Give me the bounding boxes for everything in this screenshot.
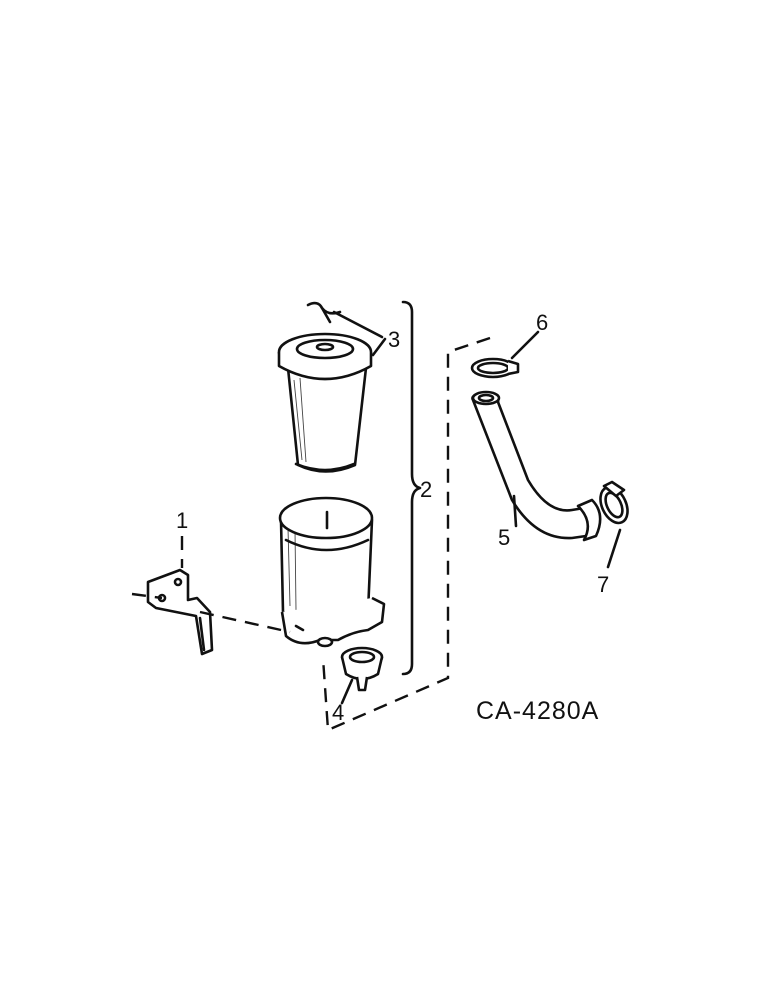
callout-3: 3 <box>388 327 400 352</box>
assembly-brace-2 <box>401 300 422 676</box>
leader-5 <box>512 494 518 528</box>
bracket-to-housing <box>199 610 291 634</box>
bracket-axis <box>131 592 163 600</box>
filter-element <box>277 332 373 473</box>
callout-5: 5 <box>498 525 510 550</box>
filter-clip <box>306 301 342 324</box>
assembly-boundary <box>321 336 491 732</box>
sediment-bowl <box>340 646 384 692</box>
callout-2: 2 <box>420 477 432 502</box>
leader-7 <box>606 528 622 569</box>
filter-housing <box>278 496 386 648</box>
leader-6 <box>510 330 540 360</box>
callout-1: 1 <box>176 508 188 533</box>
callout-6: 6 <box>536 310 548 335</box>
fuel-hose <box>471 390 602 542</box>
drawing-number: CA-4280A <box>476 697 599 725</box>
callout-4: 4 <box>332 700 344 725</box>
callout-7: 7 <box>597 572 609 597</box>
leader-3b <box>371 337 387 357</box>
leader-4 <box>340 678 354 705</box>
hose-clamp-bottom <box>599 480 629 525</box>
hose-clamp-top <box>470 357 520 379</box>
leader-3a <box>332 310 384 339</box>
